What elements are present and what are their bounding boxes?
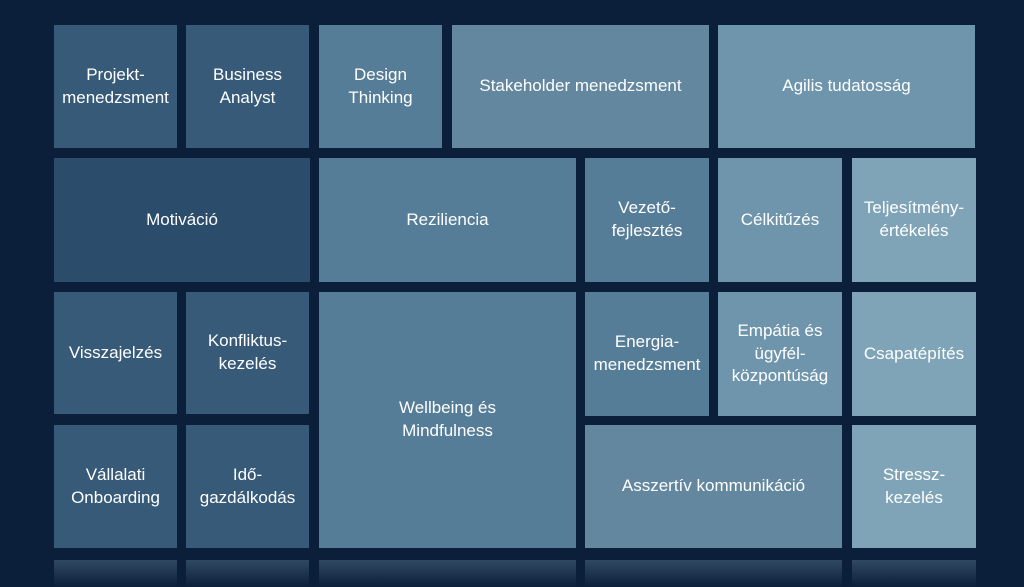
reflection (585, 560, 842, 587)
tile-csapatepites[interactable]: Csapatépítés (852, 292, 976, 416)
tile-label: Idő- gazdálkodás (199, 464, 296, 507)
tile-label: Design Thinking (348, 64, 413, 107)
tile-stakeholder-menedzsment[interactable]: Stakeholder menedzsment (452, 25, 709, 148)
tile-label: Vállalati Onboarding (71, 464, 160, 507)
tile-label: Célkitűzés (740, 209, 820, 229)
tile-teljesitmenyertekeles[interactable]: Teljesítmény- értékelés (852, 158, 976, 282)
reflection (186, 560, 309, 587)
tile-design-thinking[interactable]: Design Thinking (319, 25, 442, 148)
tile-label: Csapatépítés (863, 343, 965, 363)
tile-agilis-tudatossag[interactable]: Agilis tudatosság (718, 25, 975, 148)
tile-motivacio[interactable]: Motiváció (54, 158, 310, 282)
tile-wellbeing-mindfulness[interactable]: Wellbeing és Mindfulness (319, 292, 576, 548)
tile-konfliktuskezeles[interactable]: Konfliktus- kezelés (186, 292, 309, 414)
tile-label: Energia- menedzsment (593, 332, 701, 374)
tile-label: Stressz- kezelés (882, 464, 946, 507)
tile-label: Asszertív kommunikáció (621, 476, 806, 496)
tile-energiamenedzsment[interactable]: Energia- menedzsment (585, 292, 709, 416)
tile-label: Empátia és ügyfél- központúság (731, 320, 829, 386)
tile-visszajelzes[interactable]: Visszajelzés (54, 292, 177, 414)
tile-label: Visszajelzés (68, 342, 163, 362)
tile-idogazdalkodas[interactable]: Idő- gazdálkodás (186, 425, 309, 548)
tile-projektmenedzsment[interactable]: Projekt- menedzsment (54, 25, 177, 148)
tile-celkituzes[interactable]: Célkitűzés (718, 158, 842, 282)
tile-label: Teljesítmény- értékelés (863, 198, 965, 240)
tile-label: Vezető- fejlesztés (611, 198, 683, 240)
tile-label: Projekt- menedzsment (62, 64, 169, 107)
tile-label: Reziliencia (406, 209, 489, 229)
reflection (852, 560, 976, 587)
tile-empatia-ugyfelkozpontusag[interactable]: Empátia és ügyfél- központúság (718, 292, 842, 416)
tile-vezetofejlesztes[interactable]: Vezető- fejlesztés (585, 158, 709, 282)
tile-vallalati-onboarding[interactable]: Vállalati Onboarding (54, 425, 177, 548)
tile-label: Stakeholder menedzsment (479, 76, 682, 96)
tile-label: Agilis tudatosság (782, 76, 911, 96)
tile-label: Motiváció (146, 209, 218, 229)
reflection (319, 560, 576, 587)
tile-label: Wellbeing és Mindfulness (398, 398, 497, 440)
tile-label: Konfliktus- kezelés (207, 331, 288, 373)
tile-label: Business Analyst (213, 64, 282, 107)
tile-asszertiv-kommunikacio[interactable]: Asszertív kommunikáció (585, 425, 842, 548)
tile-reziliencia[interactable]: Reziliencia (319, 158, 576, 282)
tile-business-analyst[interactable]: Business Analyst (186, 25, 309, 148)
reflection (54, 560, 177, 587)
tile-stresszkezeles[interactable]: Stressz- kezelés (852, 425, 976, 548)
